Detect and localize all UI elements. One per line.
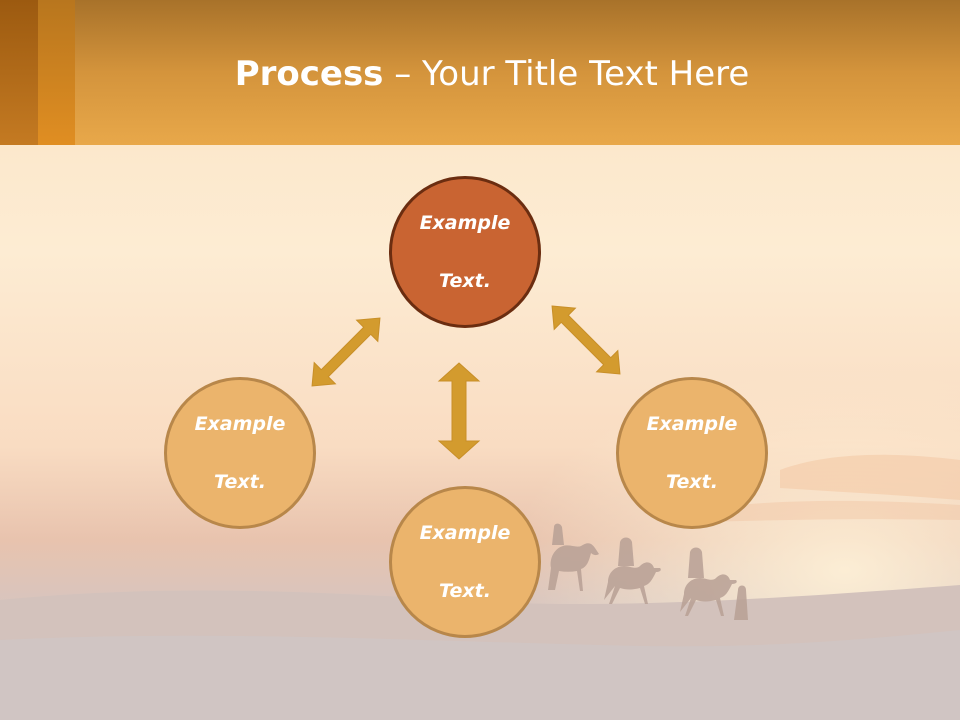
double-arrow-icon bbox=[437, 362, 481, 460]
slide-title: Process – Your Title Text Here bbox=[0, 52, 960, 96]
title-bold: Process bbox=[234, 54, 384, 94]
camel-caravan-silhouette bbox=[548, 523, 748, 620]
node-text-line: Text. bbox=[214, 470, 266, 493]
node-text-line: Example bbox=[646, 412, 738, 435]
node-text-line: Example bbox=[419, 521, 511, 544]
title-rest: – Your Title Text Here bbox=[383, 54, 750, 94]
double-arrow-icon bbox=[551, 305, 621, 375]
node-text-line: Text. bbox=[666, 470, 718, 493]
header-accent-bar bbox=[0, 0, 38, 145]
node-text-line: Text. bbox=[439, 579, 491, 602]
double-arrow-icon bbox=[311, 317, 381, 387]
node-text-line: Example bbox=[194, 412, 286, 435]
title-banner bbox=[0, 0, 960, 145]
header-accent-bar bbox=[38, 0, 75, 145]
node-text-line: Text. bbox=[439, 269, 491, 292]
node-text-line: Example bbox=[419, 211, 511, 234]
